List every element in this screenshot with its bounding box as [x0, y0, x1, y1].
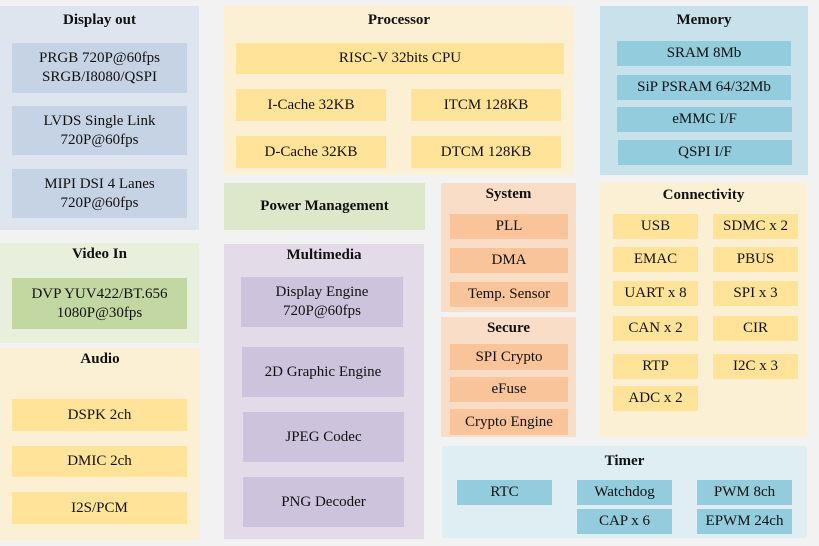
processor-cpu-block: RISC-V 32bits CPU — [236, 43, 564, 74]
timer-pwm-block: PWM 8ch — [697, 480, 792, 505]
connectivity-title: Connectivity — [662, 187, 745, 203]
secure-title: Secure — [486, 320, 531, 336]
audio-title: Audio — [80, 351, 120, 367]
connectivity-rtp-block: RTP — [613, 354, 698, 379]
memory-title: Memory — [676, 12, 732, 28]
system-pll-block: PLL — [450, 214, 568, 239]
connectivity-usb-block: USB — [613, 214, 698, 239]
audio-group: Audio DSPK 2ch DMIC 2ch I2S/PCM — [0, 348, 200, 540]
connectivity-i2c-block: I2C x 3 — [713, 354, 798, 379]
audio-dspk-block: DSPK 2ch — [12, 399, 187, 431]
system-group: System PLL DMA Temp. Sensor — [441, 183, 576, 312]
audio-dmic-block: DMIC 2ch — [12, 446, 187, 477]
processor-itcm-block: ITCM 128KB — [411, 89, 561, 121]
processor-icache-block: I-Cache 32KB — [236, 89, 386, 121]
connectivity-adc-block: ADC x 2 — [613, 386, 698, 411]
memory-group: Memory SRAM 8Mb SiP PSRAM 64/32Mb eMMC I… — [600, 6, 808, 175]
timer-epwm-block: EPWM 24ch — [697, 509, 792, 534]
power-management-group: Power Management — [224, 183, 425, 230]
secure-group: Secure SPI Crypto eFuse Crypto Engine — [441, 317, 576, 437]
memory-sram-block: SRAM 8Mb — [617, 41, 791, 66]
system-dma-block: DMA — [450, 248, 568, 273]
audio-i2s-block: I2S/PCM — [12, 492, 187, 524]
connectivity-emac-block: EMAC — [613, 247, 698, 272]
secure-crypto-engine-block: Crypto Engine — [450, 409, 568, 435]
display-out-title: Display out — [63, 12, 136, 28]
display-out-mipi-block: MIPI DSI 4 Lanes 720P@60fps — [12, 169, 187, 218]
connectivity-pbus-block: PBUS — [713, 247, 798, 272]
memory-psram-block: SiP PSRAM 64/32Mb — [617, 75, 791, 100]
display-out-prgb-block: PRGB 720P@60fps SRGB/I8080/QSPI — [12, 43, 187, 93]
timer-cap-block: CAP x 6 — [577, 509, 672, 534]
system-title: System — [485, 186, 532, 202]
video-in-dvp-block: DVP YUV422/BT.656 1080P@30fps — [12, 278, 187, 329]
connectivity-group: Connectivity USB SDMC x 2 EMAC PBUS UART… — [600, 183, 807, 437]
video-in-title: Video In — [72, 246, 127, 262]
connectivity-uart-block: UART x 8 — [613, 281, 698, 306]
connectivity-cir-block: CIR — [713, 316, 798, 341]
secure-efuse-block: eFuse — [450, 377, 568, 402]
display-out-lvds-block: LVDS Single Link 720P@60fps — [12, 106, 187, 155]
timer-title: Timer — [604, 453, 645, 469]
multimedia-title: Multimedia — [286, 247, 362, 263]
multimedia-jpeg-block: JPEG Codec — [243, 412, 404, 462]
display-out-group: Display out PRGB 720P@60fps SRGB/I8080/Q… — [0, 6, 199, 230]
video-in-group: Video In DVP YUV422/BT.656 1080P@30fps — [0, 243, 199, 343]
multimedia-display-engine-block: Display Engine 720P@60fps — [241, 277, 403, 327]
processor-dtcm-block: DTCM 128KB — [411, 136, 561, 168]
processor-dcache-block: D-Cache 32KB — [236, 136, 386, 168]
system-temp-sensor-block: Temp. Sensor — [450, 282, 568, 307]
processor-group: Processor RISC-V 32bits CPU I-Cache 32KB… — [224, 6, 574, 175]
connectivity-can-block: CAN x 2 — [613, 316, 698, 341]
memory-emmc-block: eMMC I/F — [617, 107, 792, 132]
timer-rtc-block: RTC — [457, 480, 552, 505]
connectivity-spi-block: SPI x 3 — [713, 281, 798, 306]
multimedia-2d-graphic-block: 2D Graphic Engine — [242, 347, 404, 397]
timer-group: Timer RTC Watchdog PWM 8ch CAP x 6 EPWM … — [442, 446, 807, 538]
timer-watchdog-block: Watchdog — [577, 480, 672, 505]
connectivity-sdmc-block: SDMC x 2 — [713, 214, 798, 239]
memory-qspi-block: QSPI I/F — [618, 140, 792, 165]
secure-spi-crypto-block: SPI Crypto — [450, 344, 568, 370]
processor-title: Processor — [367, 12, 431, 28]
multimedia-group: Multimedia Display Engine 720P@60fps 2D … — [224, 244, 424, 539]
power-management-title: Power Management — [260, 198, 389, 214]
multimedia-png-block: PNG Decoder — [243, 477, 404, 527]
